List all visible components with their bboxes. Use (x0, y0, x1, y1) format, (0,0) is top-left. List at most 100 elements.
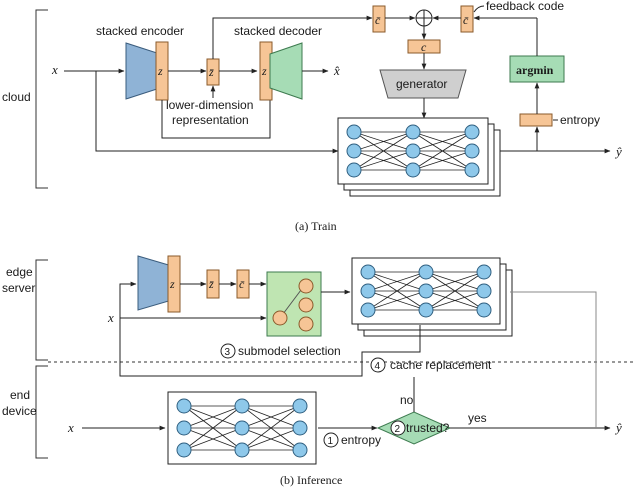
circled-plus-icon (415, 9, 433, 27)
lower-dim-label-1: lower-dimension (166, 98, 253, 112)
network-edge (353, 131, 414, 171)
network-edge (412, 131, 473, 171)
step-4-number: 4 (375, 361, 381, 372)
section-label-edge: edge (6, 265, 33, 279)
inference-y-hat: ŷ (614, 420, 622, 435)
submodel-node-3 (298, 316, 314, 332)
stacked-encoder-shape (125, 42, 161, 100)
network-edge (367, 271, 427, 311)
network-edge (425, 290, 485, 311)
cloud-brace (35, 9, 48, 189)
step-2-label: trusted? (406, 421, 450, 435)
step-1-number: 1 (328, 436, 334, 447)
argmin-label: argmin (516, 63, 554, 77)
train-caption: (a) Train (295, 219, 337, 233)
train-cbar: c̄ (375, 13, 381, 27)
inference-zbar: z̄ (208, 277, 214, 291)
end-device-brace (35, 365, 48, 459)
neural-network-icon (337, 117, 501, 197)
network-edge (241, 405, 301, 451)
network-edge (241, 427, 301, 451)
train-input-branch-line (95, 71, 339, 154)
train-c: c (421, 40, 427, 54)
train-decoder-z: z (261, 64, 267, 78)
step-3-number: 3 (225, 347, 231, 358)
network-edge (425, 271, 485, 292)
network-node (176, 398, 192, 414)
submodel-node-1 (298, 278, 314, 294)
network-edge (183, 427, 243, 451)
train-entropy-box (519, 113, 553, 127)
feedback-cbar: c̄ (463, 13, 469, 27)
network-edge (353, 150, 414, 171)
feedback-cbar-box (460, 5, 474, 33)
network-node (346, 162, 362, 178)
network-node (405, 162, 421, 178)
network-edge (183, 405, 243, 429)
network-node (234, 420, 250, 436)
inference-input-x-device: x (67, 420, 74, 435)
network-node (176, 442, 192, 458)
step-3-label: submodel selection (238, 344, 341, 358)
network-node (292, 398, 308, 414)
train-zbar-to-cbar-line (212, 15, 373, 59)
edge-server-brace (35, 259, 48, 361)
network-node (464, 143, 480, 159)
stacked-encoder-label: stacked encoder (96, 24, 184, 38)
train-y-hat: ŷ (614, 144, 622, 159)
network-node (292, 420, 308, 436)
inference-edge-network (351, 257, 513, 337)
feedback-code-label: feedback code (486, 0, 564, 13)
network-node (418, 302, 434, 318)
stacked-decoder-shape (269, 42, 303, 100)
decision-yes-label: yes (468, 411, 487, 425)
feedback-code-pointer (473, 5, 485, 13)
generator-shape (379, 69, 467, 99)
step-1-circle (323, 432, 339, 448)
network-edge (425, 271, 485, 311)
network-edge (412, 131, 473, 152)
train-latent-z: z (157, 64, 163, 78)
network-edge (367, 290, 427, 311)
inference-device-network (167, 391, 317, 465)
lower-dim-label-2: representation (172, 113, 249, 127)
network-node (346, 124, 362, 140)
lower-dim-bracket (161, 100, 271, 139)
network-node (346, 143, 362, 159)
cache-replacement-line (361, 325, 421, 372)
network-node (234, 398, 250, 414)
network-edge (367, 271, 427, 292)
inference-input-x-edge: x (107, 310, 114, 325)
train-zbar: z̄ (208, 65, 214, 79)
network-node (476, 302, 492, 318)
network-node (418, 264, 434, 280)
network-node (405, 124, 421, 140)
network-node (292, 442, 308, 458)
network-node (464, 162, 480, 178)
network-node (476, 283, 492, 299)
step-1-label: entropy (341, 433, 381, 447)
train-x-hat: x̂ (333, 63, 340, 78)
network-edge (353, 131, 414, 152)
network-edge (183, 405, 243, 451)
step-4-circle (370, 357, 386, 373)
network-node (464, 124, 480, 140)
step-3-circle (220, 343, 236, 359)
network-node (360, 264, 376, 280)
inference-z: z (169, 277, 175, 291)
network-node (360, 283, 376, 299)
inference-encoder-shape (137, 255, 173, 311)
generator-label: generator (396, 77, 447, 91)
train-input-x: x (51, 62, 58, 77)
section-label-cloud: cloud (2, 90, 31, 104)
submodel-node-input (272, 310, 288, 326)
edge-network-output-line (510, 291, 597, 428)
inference-caption: (b) Inference (280, 473, 342, 487)
network-node (360, 302, 376, 318)
step-2-circle (390, 420, 406, 436)
submodel-node-2 (298, 297, 314, 313)
decision-no-label: no (400, 393, 414, 407)
argmin-box (509, 55, 565, 83)
train-entropy-label: entropy (560, 113, 600, 127)
